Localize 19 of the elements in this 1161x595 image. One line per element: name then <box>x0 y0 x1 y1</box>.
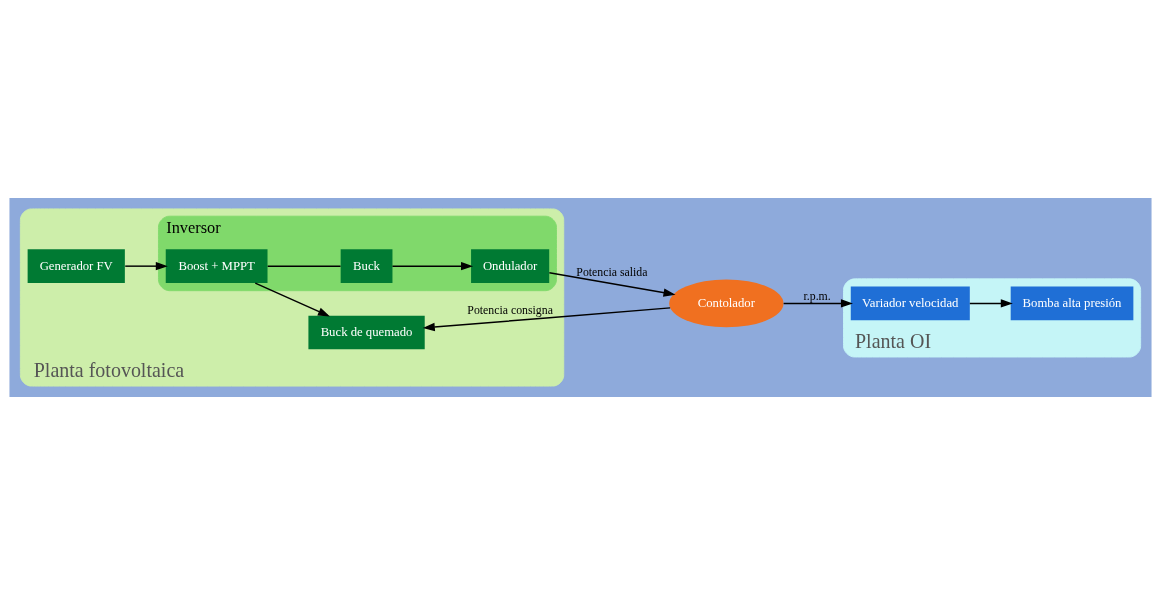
node-box: Ondulador <box>471 249 550 283</box>
node-ellipse: Contolador <box>669 279 784 328</box>
arrow <box>391 261 474 271</box>
node-box: Bomba alta presión <box>1010 286 1134 321</box>
arrow <box>548 272 676 297</box>
arrow <box>422 307 671 332</box>
connector <box>266 265 342 267</box>
edge-label: Potencia consigna <box>467 302 553 317</box>
node-box: Boost + MPPT <box>165 249 268 283</box>
edge-label: r.p.m. <box>803 289 831 304</box>
arrow <box>782 299 853 308</box>
arrow <box>124 261 168 271</box>
node-box: Generador FV <box>27 249 125 283</box>
node-box: Buck de quemado <box>308 315 425 350</box>
arrow <box>969 299 1013 308</box>
edge-label: Potencia salida <box>576 264 648 279</box>
node-box: Buck <box>340 249 393 283</box>
arrow <box>254 282 330 317</box>
node-box: Variador velocidad <box>850 286 970 321</box>
